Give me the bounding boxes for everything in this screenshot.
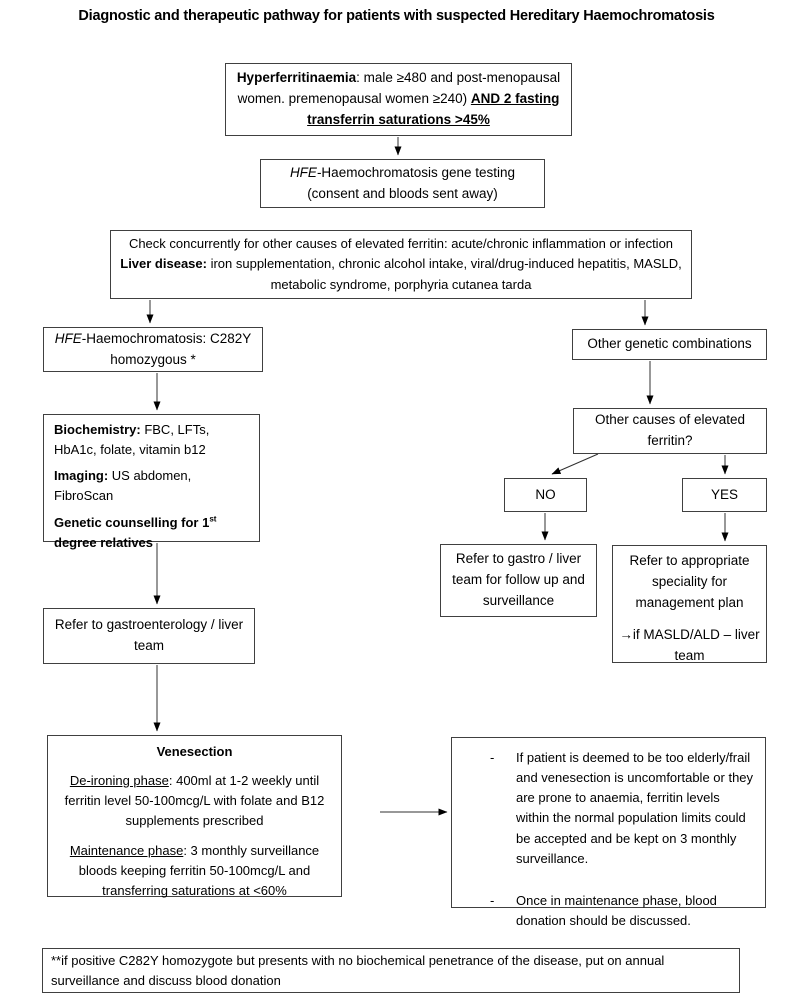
node-no: NO bbox=[504, 478, 587, 512]
node-refer-gastroenterology: Refer to gastroenterology / liver team bbox=[43, 608, 255, 664]
node-refer-followup-surveillance: Refer to gastro / liver team for follow … bbox=[440, 544, 597, 617]
hfe-c282y-text: -Haemochromatosis: C282Y homozygous * bbox=[81, 330, 252, 367]
maintenance-phase-text: : 3 monthly surveillance bloods keeping … bbox=[78, 842, 320, 898]
hyperferritinaemia-term: Hyperferritinaemia bbox=[236, 70, 357, 86]
page-title: Diagnostic and therapeutic pathway for p… bbox=[78, 8, 715, 24]
note-item-blood-donation: - Once in maintenance phase, blood donat… bbox=[452, 891, 755, 931]
hyperferritinaemia-text: : male ≥480 and post-menopausal women. p… bbox=[237, 70, 561, 107]
node-venesection: Venesection De-ironing phase: 400ml at 1… bbox=[47, 735, 342, 898]
node-check-concurrently: Check concurrently for other causes of e… bbox=[110, 230, 692, 299]
node-hyperferritinaemia-criteria: Hyperferritinaemia: male ≥480 and post-m… bbox=[225, 63, 572, 136]
node-yes: YES bbox=[682, 478, 767, 512]
maintenance-phase-line: Maintenance phase: 3 monthly surveillanc… bbox=[60, 841, 329, 901]
gene-testing-gene: HFE bbox=[289, 164, 317, 180]
counselling-sup: st bbox=[209, 514, 217, 524]
counselling-post: degree relatives bbox=[54, 534, 154, 550]
check-line2: iron supplementation, chronic alcohol in… bbox=[206, 256, 682, 292]
node-other-genetic-combinations: Other genetic combinations bbox=[572, 329, 767, 360]
no-label: NO bbox=[535, 486, 556, 502]
genetic-counselling-line: Genetic counselling for 1st degree relat… bbox=[54, 513, 249, 553]
imaging-text: US abdomen, FibroScan bbox=[54, 468, 192, 504]
node-refer-appropriate-speciality: Refer to appropriate speciality for mana… bbox=[612, 545, 767, 663]
imaging-label: Imaging: bbox=[54, 468, 109, 484]
yes-label: YES bbox=[710, 486, 738, 502]
note-blood-donation-text: Once in maintenance phase, blood donatio… bbox=[516, 892, 717, 928]
note-frailty-text: If patient is deemed to be too elderly/f… bbox=[516, 750, 754, 866]
node-frailty-notes: - If patient is deemed to be too elderly… bbox=[451, 737, 766, 928]
node-footnote: **if positive C282Y homozygote but prese… bbox=[42, 948, 740, 993]
counselling-pre: Genetic counselling for 1 bbox=[54, 514, 210, 530]
gene-testing-text: -Haemochromatosis gene testing (consent … bbox=[307, 164, 516, 201]
dash-bullet: - bbox=[490, 892, 495, 908]
node-hfe-c282y-homozygous: HFE-Haemochromatosis: C282Y homozygous * bbox=[43, 327, 263, 372]
deironing-phase-text: : 400ml at 1-2 weekly until ferritin lev… bbox=[64, 773, 325, 829]
deironing-phase-label: De-ironing phase bbox=[69, 773, 169, 789]
hfe-c282y-gene: HFE bbox=[54, 330, 82, 346]
node-biochemistry-workup: Biochemistry: FBC, LFTs, HbA1c, folate, … bbox=[43, 414, 260, 550]
refer-speciality-masld-text: →if MASLD/ALD – liver team bbox=[619, 626, 760, 663]
maintenance-phase-label: Maintenance phase bbox=[69, 842, 184, 858]
other-genetic-text: Other genetic combinations bbox=[587, 336, 752, 352]
biochemistry-text: FBC, LFTs, HbA1c, folate, vitamin b12 bbox=[54, 422, 210, 458]
hyperferritinaemia-emphasis: AND 2 fasting transferrin saturations >4… bbox=[307, 91, 560, 127]
node-other-causes-question: Other causes of elevated ferritin? bbox=[573, 408, 767, 454]
note-item-frailty: - If patient is deemed to be too elderly… bbox=[452, 748, 755, 869]
refer-gastro-team-text: Refer to gastroenterology / liver team bbox=[54, 617, 244, 653]
biochemistry-label: Biochemistry: bbox=[54, 422, 141, 437]
check-line1: Check concurrently for other causes of e… bbox=[128, 236, 674, 252]
other-causes-text: Other causes of elevated ferritin? bbox=[594, 412, 746, 448]
dash-bullet: - bbox=[490, 750, 495, 765]
check-liver-disease-label: Liver disease: bbox=[120, 256, 207, 272]
biochemistry-line: Biochemistry: FBC, LFTs, HbA1c, folate, … bbox=[54, 420, 249, 460]
refer-followup-text: Refer to gastro / liver team for follow … bbox=[452, 551, 585, 608]
imaging-line: Imaging: US abdomen, FibroScan bbox=[54, 466, 249, 506]
arrow-other-causes-to-no bbox=[551, 453, 599, 475]
refer-speciality-text: Refer to appropriate speciality for mana… bbox=[629, 553, 750, 610]
venesection-title: Venesection bbox=[156, 744, 233, 759]
footnote-text: **if positive C282Y homozygote but prese… bbox=[51, 953, 665, 988]
deironing-phase-line: De-ironing phase: 400ml at 1-2 weekly un… bbox=[60, 771, 329, 831]
node-gene-testing: HFE-Haemochromatosis gene testing (conse… bbox=[260, 159, 545, 208]
